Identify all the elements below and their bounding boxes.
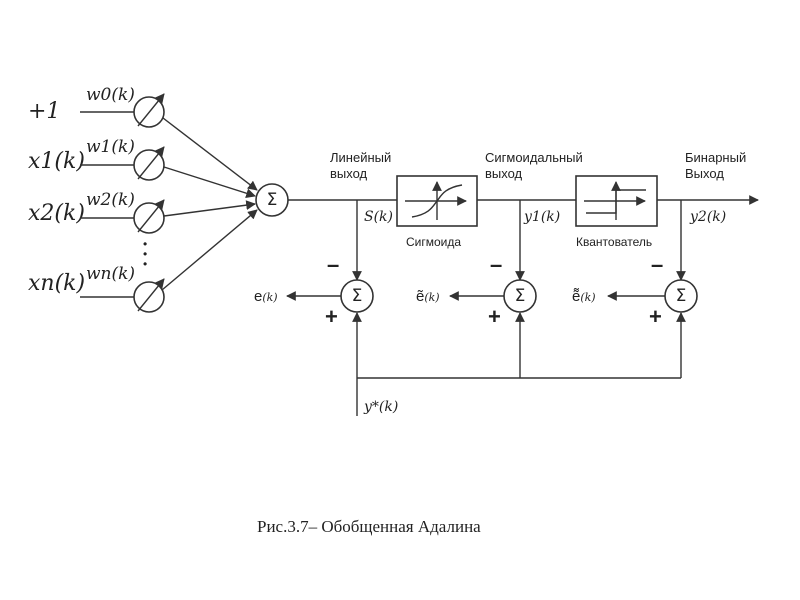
error-e-label: e(k): [254, 288, 278, 305]
linear-output-label: Линейный выход: [330, 150, 395, 181]
ellipsis-dot: •: [143, 237, 147, 251]
input-bias-label: +1: [28, 99, 60, 124]
error-e-dtilde-label: ẽ̃(k): [572, 288, 596, 305]
sigmoid-output-label: Сигмоидальный выход: [485, 150, 586, 181]
svg-text:Σ: Σ: [352, 286, 363, 306]
error-sum-node-binary: Σ: [664, 279, 698, 313]
figure-caption: Рис.3.7– Обобщенная Адалина: [257, 517, 481, 536]
signal-s-label: S(k): [364, 209, 393, 225]
weight-w0-label: w0(k): [86, 85, 135, 105]
svg-text:Σ: Σ: [267, 190, 278, 210]
weight-to-sum-w1: [163, 166, 256, 198]
target-label: y*(k): [363, 399, 398, 415]
weight-node-w0: [133, 93, 165, 128]
quantizer-block: [575, 175, 658, 227]
weight-to-sum-w2: [163, 200, 256, 217]
signal-y2-label: y2(k): [689, 209, 726, 225]
sigmoid-block-label: Сигмоида: [406, 235, 461, 249]
error-sum-node-linear: Σ: [340, 279, 374, 313]
input-x1-label: x1(k): [28, 149, 85, 174]
svg-text:Σ: Σ: [515, 286, 526, 306]
weight-node-w1: [133, 146, 165, 181]
binary-output-label: Бинарный Выход: [685, 150, 750, 181]
plus-sign-binary: +: [649, 304, 662, 329]
minus-sign-binary: –: [651, 252, 663, 277]
quantizer-block-label: Квантователь: [576, 235, 652, 249]
weight-w2-label: w2(k): [86, 190, 135, 210]
main-sum-node: Σ: [255, 183, 289, 217]
error-e-tilde-label: ẽ(k): [416, 288, 440, 305]
weight-to-sum-wn: [161, 209, 258, 291]
plus-sign-linear: +: [325, 304, 338, 329]
error-sum-node-sigmoid: Σ: [503, 279, 537, 313]
weight-node-w2: [133, 199, 165, 234]
minus-sign-sigmoid: –: [490, 252, 502, 277]
input-x2-label: x2(k): [28, 201, 85, 226]
signal-y1-label: y1(k): [523, 209, 560, 225]
weight-node-wn: [133, 278, 165, 313]
weight-w1-label: w1(k): [86, 137, 135, 157]
minus-sign-linear: –: [327, 252, 339, 277]
weight-to-sum-w0: [162, 117, 258, 191]
input-xn-label: xn(k): [28, 271, 85, 296]
plus-sign-sigmoid: +: [488, 304, 501, 329]
svg-text:Σ: Σ: [676, 286, 687, 306]
ellipsis-dot: •: [143, 247, 147, 261]
weight-wn-label: wn(k): [86, 264, 135, 284]
sigmoid-block: [396, 175, 478, 227]
ellipsis-dot: •: [143, 257, 147, 271]
